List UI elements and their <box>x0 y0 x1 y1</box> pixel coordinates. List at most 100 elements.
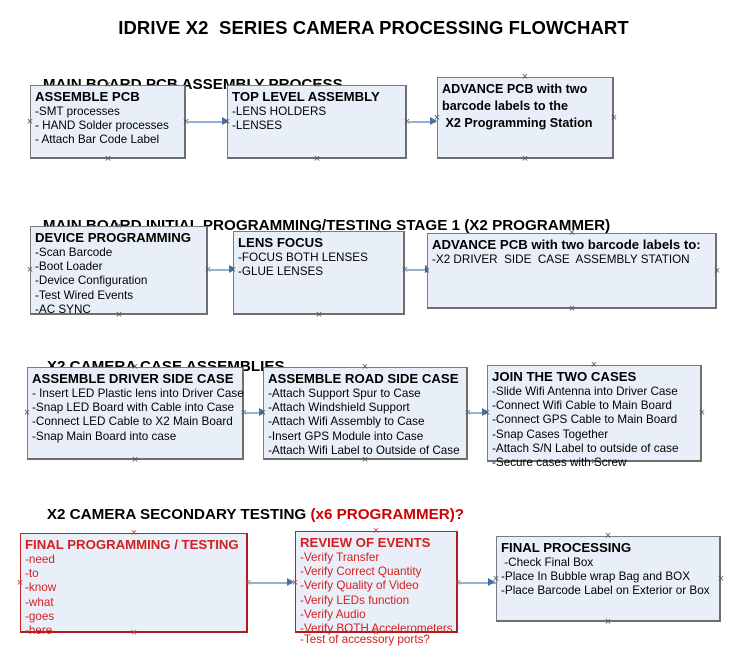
connection-point[interactable] <box>361 363 370 372</box>
connection-point[interactable] <box>372 527 381 536</box>
connection-point[interactable] <box>604 618 613 627</box>
box-line-overflow: -Test of accessory ports? <box>300 633 430 646</box>
connection-point[interactable] <box>315 311 324 320</box>
box-title: LENS FOCUS <box>238 235 323 250</box>
box-line: -Connect GPS Cable to Main Board <box>492 413 678 427</box>
connection-point[interactable] <box>26 118 35 127</box>
section-heading-4: X2 CAMERA SECONDARY TESTING (x6 PROGRAMM… <box>30 489 464 540</box>
connection-point[interactable] <box>492 575 501 584</box>
connection-point[interactable] <box>713 267 722 276</box>
connection-point[interactable] <box>229 266 238 275</box>
box-line: -Attach Wifi Label to Outside of Case <box>268 443 460 457</box>
connection-point[interactable] <box>115 222 124 231</box>
box-line: -Attach Support Spur to Case <box>268 387 421 400</box>
box-line: -Attach Windshield Support <box>268 401 410 415</box>
section-heading-4-accent: (x6 PROGRAMMER)? <box>310 506 465 523</box>
box-title: ASSEMBLE PCB <box>35 89 140 104</box>
connection-point[interactable] <box>115 311 124 320</box>
connection-point[interactable] <box>568 305 577 314</box>
connector-line <box>244 412 265 414</box>
box-line: -what <box>25 595 54 609</box>
box-line: -Snap Main Board into case <box>32 429 177 443</box>
process-box-assemble-driver-side-case[interactable]: ASSEMBLE DRIVER SIDE CASE - Insert LED P… <box>27 367 244 460</box>
box-line: - Insert LED Plastic lens into Driver Ca… <box>32 387 244 400</box>
box-line: barcode labels to the <box>442 99 568 113</box>
connection-point[interactable] <box>604 532 613 541</box>
box-title: ASSEMBLE ROAD SIDE CASE <box>268 371 459 386</box>
box-line: -GLUE LENSES <box>238 265 324 279</box>
box-line: -goes <box>25 609 55 623</box>
page-title: IDRIVE X2 SERIES CAMERA PROCESSING FLOWC… <box>118 17 629 38</box>
connection-point[interactable] <box>130 529 139 538</box>
connection-point[interactable] <box>521 73 530 82</box>
box-line: -Verify BOTH Accelerometers <box>300 622 453 636</box>
box-line: -Boot Loader <box>35 260 103 274</box>
connection-point[interactable] <box>698 409 707 418</box>
connection-point[interactable] <box>26 266 35 275</box>
box-line: X2 Programming Station <box>442 116 593 130</box>
process-box-advance-pcb-driver-side[interactable]: ADVANCE PCB with two barcode labels to: … <box>427 233 717 309</box>
box-line: -Connect Wifi Cable to Main Board <box>492 399 672 413</box>
process-box-final-programming-testing[interactable]: FINAL PROGRAMMING / TESTING -need -to -k… <box>20 533 248 637</box>
box-title: ADVANCE PCB with two <box>442 82 588 96</box>
box-title: ADVANCE PCB with two barcode labels to: <box>432 237 701 252</box>
connection-point[interactable] <box>259 409 268 418</box>
box-line: - HAND Solder processes <box>35 119 169 133</box>
box-line: -Check Final Box <box>501 556 594 569</box>
process-box-assemble-road-side-case[interactable]: ASSEMBLE ROAD SIDE CASE -Attach Support … <box>263 367 468 460</box>
box-title: FINAL PROGRAMMING / TESTING <box>25 537 239 552</box>
connection-point[interactable] <box>131 363 140 372</box>
connection-point[interactable] <box>313 81 322 90</box>
connector-line <box>186 121 227 123</box>
box-line: -Secure cases with Screw <box>492 456 627 470</box>
connection-point[interactable] <box>313 155 322 164</box>
process-box-lens-focus[interactable]: LENS FOCUS -FOCUS BOTH LENSES -GLUE LENS… <box>233 231 405 315</box>
box-title: ASSEMBLE DRIVER SIDE CASE <box>32 371 234 386</box>
connection-point[interactable] <box>521 155 530 164</box>
connection-point[interactable] <box>361 456 370 465</box>
box-line: -Scan Barcode <box>35 246 113 259</box>
connection-point[interactable] <box>104 81 113 90</box>
connection-point[interactable] <box>372 629 381 638</box>
process-box-advance-pcb-programming-station[interactable]: ADVANCE PCB with two barcode labels to t… <box>437 77 614 159</box>
process-box-final-processing[interactable]: FINAL PROCESSING -Check Final Box -Place… <box>496 536 721 622</box>
connection-point[interactable] <box>717 575 726 584</box>
connection-point[interactable] <box>590 458 599 467</box>
box-line: -Snap LED Board with Cable into Case <box>32 401 235 415</box>
connector-line <box>407 121 436 123</box>
connection-point[interactable] <box>568 229 577 238</box>
connection-point[interactable] <box>610 114 619 123</box>
box-line: -X2 DRIVER SIDE CASE ASSEMBLY STATION <box>432 253 690 266</box>
connection-point[interactable] <box>130 629 139 638</box>
box-line: -Attach S/N Label to outside of case <box>492 441 679 455</box>
connector-line <box>208 269 235 271</box>
process-box-top-level-assembly[interactable]: TOP LEVEL ASSEMBLY -LENS HOLDERS -LENSES <box>227 85 407 159</box>
connection-point[interactable] <box>590 361 599 370</box>
box-line: -know <box>25 581 57 595</box>
box-line: -Verify Audio <box>300 607 366 621</box>
connection-point[interactable] <box>483 409 492 418</box>
process-box-assemble-pcb[interactable]: ASSEMBLE PCB -SMT processes - HAND Solde… <box>30 85 186 159</box>
connection-point[interactable] <box>16 579 25 588</box>
box-line: -Insert GPS Module into Case <box>268 429 424 443</box>
connection-point[interactable] <box>423 267 432 276</box>
connection-point[interactable] <box>131 456 140 465</box>
section-heading-4-text: X2 CAMERA SECONDARY TESTING <box>46 506 311 523</box>
connection-point[interactable] <box>433 114 442 123</box>
connector-line <box>458 582 500 584</box>
box-line: -Place In Bubble wrap Bag and BOX <box>501 570 691 584</box>
box-line: -FOCUS BOTH LENSES <box>238 251 368 264</box>
process-box-device-programming[interactable]: DEVICE PROGRAMMING -Scan Barcode -Boot L… <box>30 226 208 316</box>
box-title: DEVICE PROGRAMMING <box>35 230 192 245</box>
connection-point[interactable] <box>23 409 32 418</box>
connection-point[interactable] <box>291 579 300 588</box>
connection-point[interactable] <box>223 118 232 127</box>
box-line: -Verify Correct Quantity <box>300 565 422 579</box>
process-box-join-the-two-cases[interactable]: JOIN THE TWO CASES -Slide Wifi Antenna i… <box>487 365 702 469</box>
connector-line <box>468 412 488 414</box>
box-line: -Place Barcode Label on Exterior or Box <box>501 584 710 598</box>
process-box-review-of-events[interactable]: REVIEW OF EVENTS -Verify Transfer -Verif… <box>295 531 458 646</box>
box-line: -Connect LED Cable to X2 Main Board <box>32 415 233 429</box>
connection-point[interactable] <box>104 155 113 164</box>
connection-point[interactable] <box>315 227 324 236</box>
